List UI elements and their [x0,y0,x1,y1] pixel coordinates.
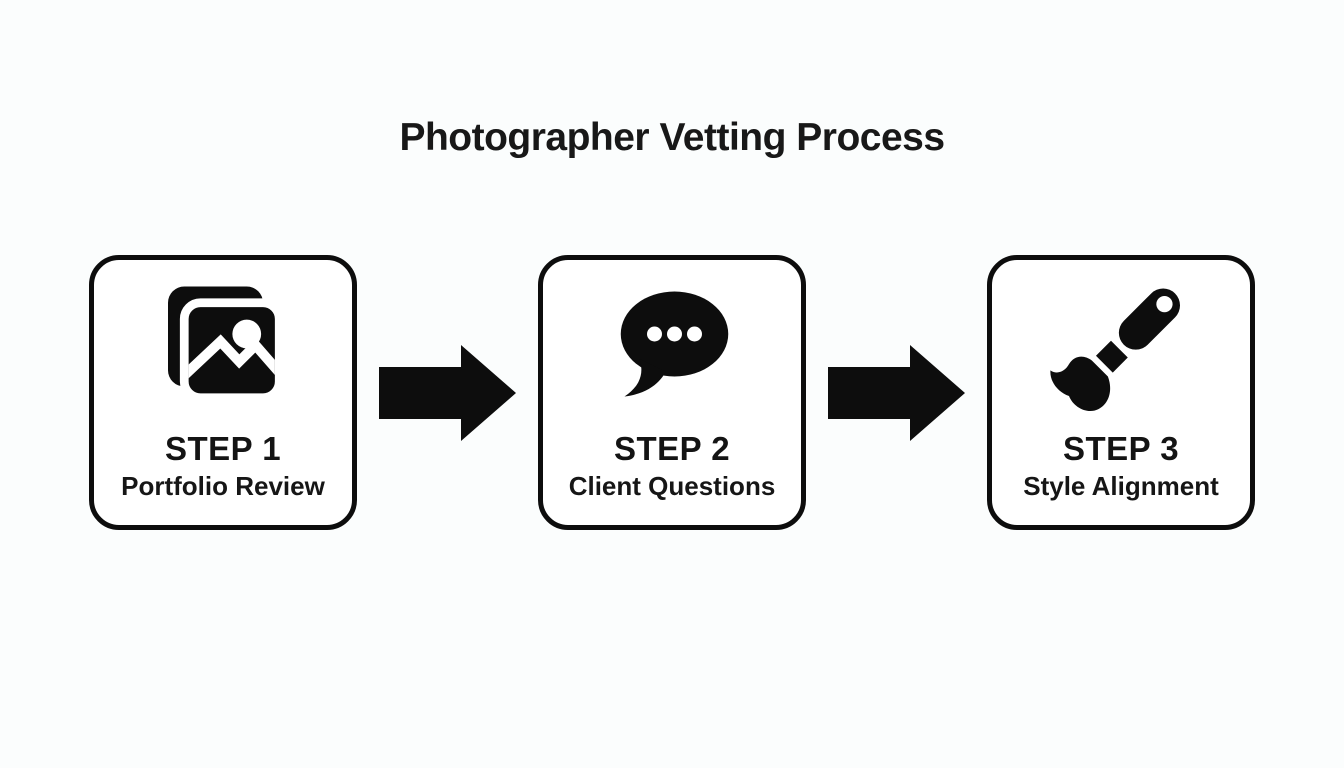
step-label: STEP 2 [613,430,731,467]
step-card-2: STEP 2 Client Questions [538,255,806,530]
page-title: Photographer Vetting Process [399,116,945,159]
step-label: STEP 3 [1062,430,1180,467]
step-card-3: STEP 3 Style Alignment [987,255,1255,530]
paintbrush-icon [1050,284,1181,412]
step-name: Client Questions [568,471,776,501]
arrow-right-icon [379,344,516,441]
step-card-1: STEP 1 Portfolio Review [89,255,357,530]
step-name: Portfolio Review [121,471,325,501]
process-flow: STEP 1 Portfolio Review [0,255,1344,530]
step-name: Style Alignment [1023,471,1219,501]
step-label: STEP 1 [164,430,282,467]
speech-bubble-icon [612,284,732,404]
photo-gallery-icon [163,284,284,404]
arrow-right-icon [828,344,965,441]
